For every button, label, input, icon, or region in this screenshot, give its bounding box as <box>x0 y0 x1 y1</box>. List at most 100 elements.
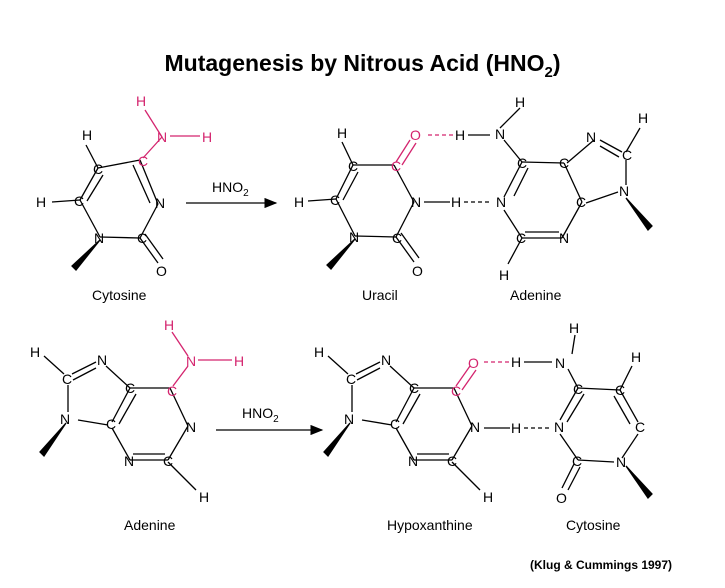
cytosine-molecule <box>51 109 200 271</box>
svg-text:O: O <box>410 127 421 143</box>
svg-text:H: H <box>515 94 525 110</box>
svg-text:H: H <box>30 344 40 360</box>
svg-text:N: N <box>155 195 165 211</box>
svg-text:N: N <box>616 454 626 470</box>
svg-text:N: N <box>555 355 565 371</box>
svg-text:N: N <box>157 129 167 145</box>
svg-text:C: C <box>572 453 582 469</box>
svg-text:H: H <box>164 317 174 333</box>
svg-text:H: H <box>234 353 244 369</box>
svg-text:N: N <box>349 229 359 245</box>
svg-text:N: N <box>124 453 134 469</box>
cytosine-bottom-atoms: H N H C C N C C N O <box>554 320 645 506</box>
svg-text:H: H <box>499 267 509 283</box>
svg-text:N: N <box>60 411 70 427</box>
reagent-label-bottom: HNO2 <box>242 405 279 425</box>
svg-text:C: C <box>559 155 569 171</box>
svg-text:N: N <box>495 126 505 142</box>
svg-text:H: H <box>638 110 648 126</box>
hydrogen-bonds-top <box>424 134 490 203</box>
svg-text:C: C <box>137 230 147 246</box>
svg-text:C: C <box>93 161 103 177</box>
adenine-bottom-label: Adenine <box>124 517 176 533</box>
adenine-top-molecule <box>499 107 653 265</box>
svg-text:N: N <box>94 230 104 246</box>
uracil-label: Uracil <box>362 287 398 303</box>
svg-text:C: C <box>576 194 586 210</box>
svg-text:O: O <box>156 263 167 279</box>
svg-text:C: C <box>391 158 401 174</box>
svg-text:C: C <box>392 230 402 246</box>
svg-text:H: H <box>202 129 212 145</box>
svg-text:N: N <box>619 183 629 199</box>
svg-text:C: C <box>615 382 625 398</box>
svg-text:C: C <box>517 155 527 171</box>
svg-text:H: H <box>314 344 324 360</box>
svg-text:H: H <box>294 194 304 210</box>
svg-text:H: H <box>136 93 146 109</box>
adenine-bottom-molecule <box>39 331 232 491</box>
svg-text:H: H <box>199 489 209 505</box>
svg-text:C: C <box>348 158 358 174</box>
svg-text:H: H <box>631 349 641 365</box>
hypoxanthine-label: Hypoxanthine <box>387 517 473 533</box>
page-title: Mutagenesis by Nitrous Acid (HNO2) <box>164 50 561 81</box>
svg-text:H: H <box>569 320 579 336</box>
svg-text:C: C <box>138 153 148 169</box>
adenine-top-atoms: H N C C N H C N C N C N H <box>495 94 648 283</box>
svg-text:H: H <box>82 127 92 143</box>
svg-text:C: C <box>573 381 583 397</box>
svg-text:N: N <box>586 129 596 145</box>
svg-text:C: C <box>516 230 526 246</box>
svg-text:N: N <box>381 352 391 368</box>
citation: (Klug & Cummings 1997) <box>530 558 673 572</box>
adenine-top-label: Adenine <box>510 287 562 303</box>
svg-text:C: C <box>125 380 135 396</box>
hypoxanthine-molecule <box>323 355 481 491</box>
svg-text:N: N <box>97 352 107 368</box>
svg-text:N: N <box>408 453 418 469</box>
svg-text:C: C <box>622 147 632 163</box>
svg-text:C: C <box>390 416 400 432</box>
hydrogen-bonds-bottom <box>484 361 552 429</box>
svg-text:N: N <box>554 419 564 435</box>
svg-text:C: C <box>62 371 72 387</box>
svg-text:H: H <box>337 125 347 141</box>
svg-text:C: C <box>167 383 177 399</box>
svg-text:C: C <box>106 416 116 432</box>
svg-text:C: C <box>451 383 461 399</box>
svg-text:N: N <box>559 230 569 246</box>
adenine-bottom-atoms: H C N H N H C C N C N N C H <box>30 317 244 505</box>
svg-text:H: H <box>36 194 46 210</box>
cytosine-atoms: H C C H C N N C O H N H <box>36 93 212 279</box>
svg-text:N: N <box>186 419 196 435</box>
svg-text:N: N <box>186 353 196 369</box>
svg-text:C: C <box>74 193 84 209</box>
h-atom: H <box>455 127 465 143</box>
svg-text:N: N <box>496 194 506 210</box>
svg-text:H: H <box>483 489 493 505</box>
svg-text:C: C <box>447 453 457 469</box>
svg-text:C: C <box>635 419 645 435</box>
svg-text:O: O <box>412 263 423 279</box>
cytosine-bottom-molecule <box>559 334 653 500</box>
svg-text:N: N <box>344 411 354 427</box>
svg-text:C: C <box>346 371 356 387</box>
h-atom: H <box>451 194 461 210</box>
svg-text:N: N <box>470 419 480 435</box>
cytosine-label: Cytosine <box>92 287 147 303</box>
svg-text:C: C <box>409 380 419 396</box>
svg-text:N: N <box>411 194 421 210</box>
h-atom: H <box>511 420 521 436</box>
cytosine-bottom-label: Cytosine <box>566 517 621 533</box>
h-atom: H <box>511 354 521 370</box>
uracil-molecule <box>307 139 420 270</box>
hypoxanthine-atoms: H C N O C C N C N N C H <box>314 344 493 505</box>
reagent-label-top: HNO2 <box>212 179 249 199</box>
svg-text:O: O <box>468 355 479 371</box>
svg-text:C: C <box>330 192 340 208</box>
svg-text:O: O <box>556 490 567 506</box>
svg-text:C: C <box>163 453 173 469</box>
uracil-atoms: H C C O H C N N C O <box>294 125 423 279</box>
